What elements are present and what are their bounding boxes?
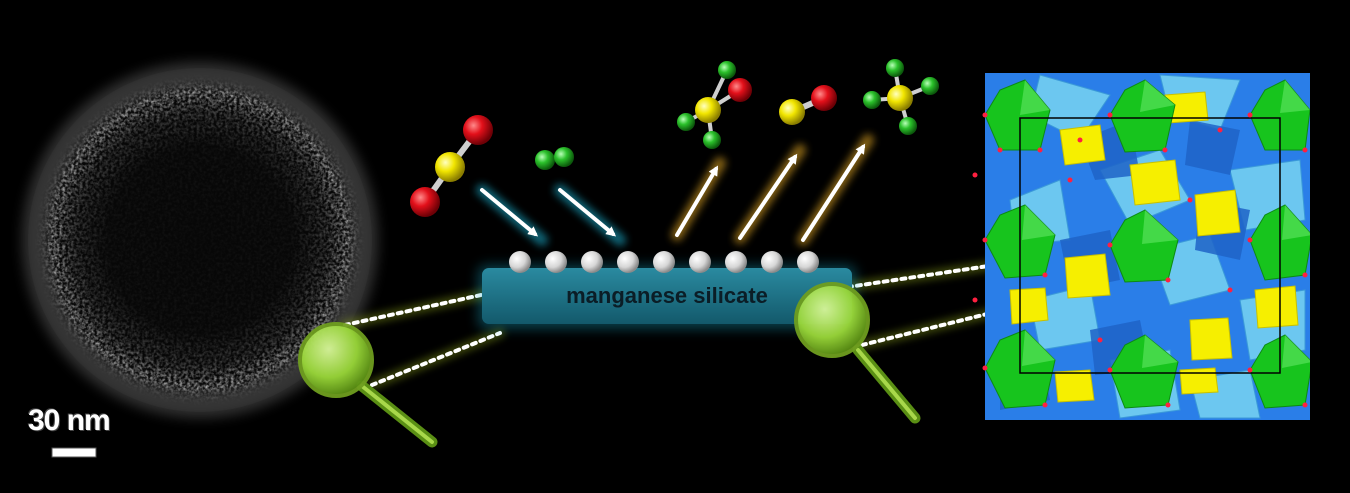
scale-bar [51, 447, 97, 458]
manganese-silicate-substrate [478, 251, 856, 329]
magnifier-left-icon [298, 322, 438, 448]
product-arrows [671, 134, 874, 246]
oxygen-atom-vertices [972, 112, 1308, 408]
surface-active-sites [509, 251, 819, 273]
molecule-sulfur-monoxide-product [779, 85, 837, 125]
substrate-label: manganese silicate [566, 283, 768, 308]
molecule-sulfur-dioxide-reactant [410, 115, 493, 217]
scale-bar-label: 30 nm [28, 404, 111, 437]
molecule-thionyl-chloride-product [677, 61, 752, 149]
magnifier-right-icon [794, 282, 921, 424]
zoom-guide-lines [340, 260, 1000, 390]
crystal-structure-polyhedra [985, 73, 1310, 420]
molecule-chlorine-reactant [535, 147, 574, 170]
molecule-sulfur-chloride-product [863, 59, 939, 135]
reactant-arrows [476, 184, 626, 246]
